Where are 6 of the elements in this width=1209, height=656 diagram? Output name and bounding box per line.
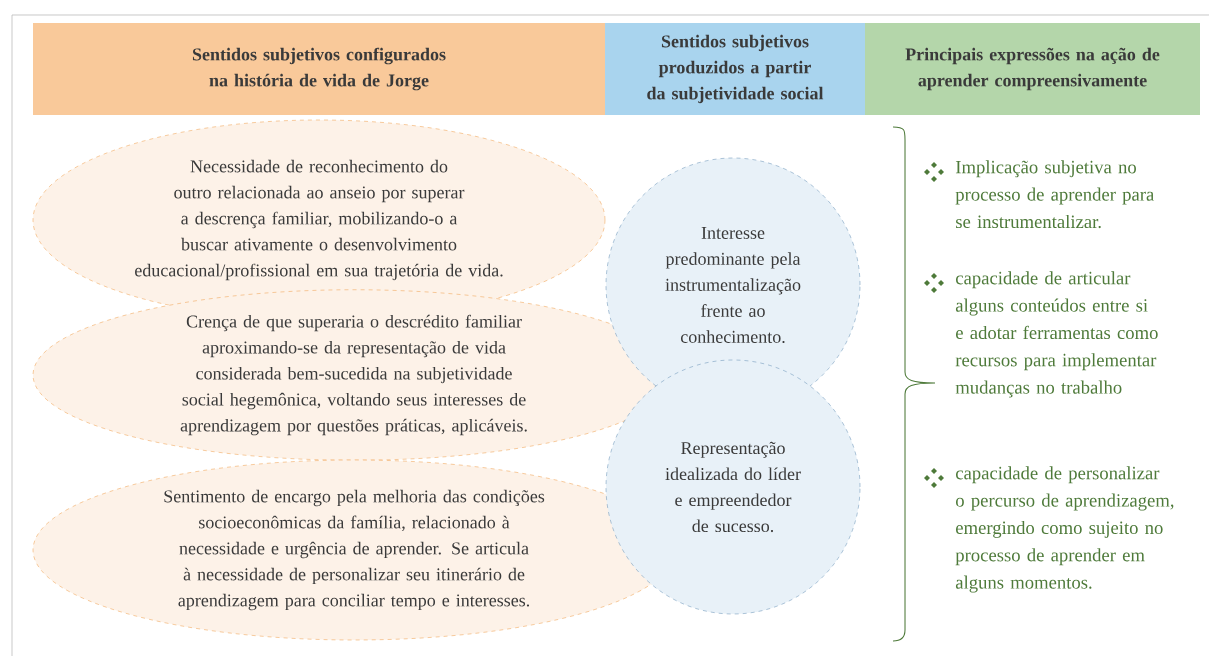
bullet-text: capacidade de articular alguns conteúdos entre si e adotar ferramentas como recursos para implementar mudanças no trabalho bbox=[955, 271, 1158, 398]
band-header: Principais expressões na ação de aprender compreensivamente bbox=[865, 23, 1200, 115]
bullet-text: Implicação subjetiva no processo de aprender para se instrumentalizar. bbox=[955, 160, 1154, 229]
band-header: Sentidos subjetivos produzidos a partir da subjetividade social bbox=[605, 23, 865, 115]
band-header: Sentidos subjetivos configurados na história de vida de Jorge bbox=[33, 23, 605, 115]
bullet-text: capacidade de personalizar o percurso de aprendizagem, emergindo como sujeito no processo de aprender em alguns momentos. bbox=[955, 466, 1174, 593]
